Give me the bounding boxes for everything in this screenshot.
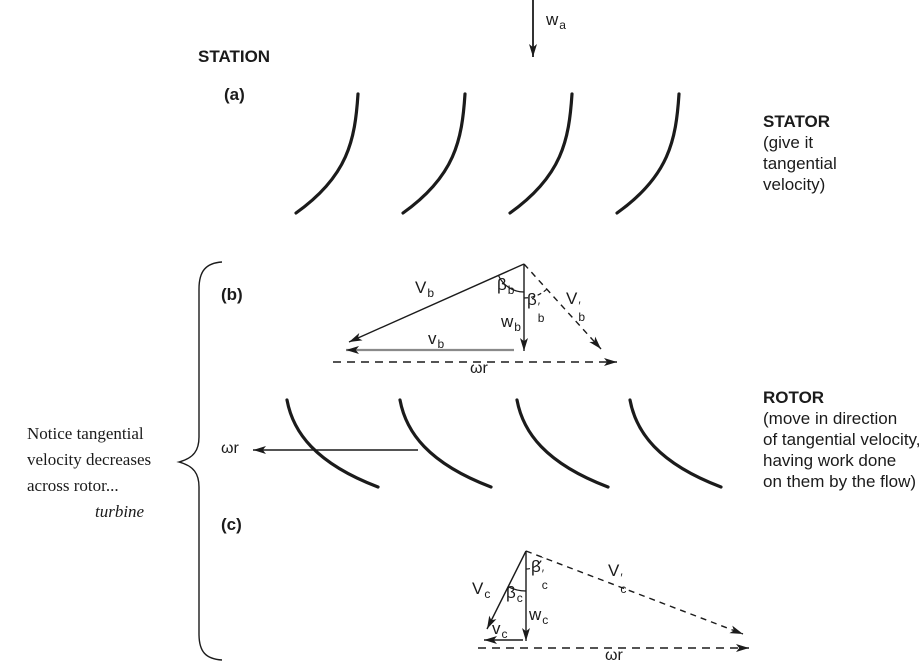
rotor-blade <box>398 398 493 489</box>
velocity-triangle-b <box>333 263 617 366</box>
side-note: Notice tangential velocity decreases acr… <box>27 421 151 525</box>
label-Vb-prime: V′b <box>566 290 585 323</box>
label-wc-base: w <box>529 605 542 624</box>
side-note-line: across rotor... <box>27 476 119 495</box>
label-Vb: Vb <box>415 279 434 299</box>
rotor-motion-label: ωr <box>221 440 239 457</box>
label-beta-c: βc <box>506 584 523 604</box>
rotor-note-line: on them by the flow) <box>763 472 917 491</box>
label-beta-c-prime-mark: ′ <box>541 567 545 581</box>
label-beta-c-prime-sub: c <box>541 578 548 592</box>
vector-Vb <box>348 263 525 343</box>
label-wb-sub: b <box>514 320 521 334</box>
side-note-emphasis: turbine <box>95 502 145 521</box>
label-inlet-flow-base: w <box>546 10 559 29</box>
label-Vc-base: V <box>472 579 484 598</box>
label-beta-b-prime: β′b <box>527 291 544 324</box>
label-beta-b-prime-sub: b <box>537 311 545 325</box>
stator-blade <box>508 92 574 215</box>
label-wc-sub: c <box>542 613 549 627</box>
label-vb-sub: b <box>437 337 445 351</box>
label-wb: wb <box>501 313 521 333</box>
rotor-blade <box>515 398 610 489</box>
station-c-label: (c) <box>221 515 242 534</box>
rotor-note-title: ROTOR <box>763 388 825 407</box>
stator-note-line: (give it <box>763 133 814 152</box>
station-heading: STATION <box>198 47 271 66</box>
label-Vc-sub: c <box>484 587 491 601</box>
label-beta-c-sub: c <box>516 591 523 605</box>
label-Vc-prime-mark: ′ <box>620 571 623 585</box>
label-Vc-prime: V′c <box>608 562 626 595</box>
angle-arc-beta-b <box>498 275 525 293</box>
station-a-label: (a) <box>224 85 245 104</box>
label-vb: vb <box>428 330 444 350</box>
label-beta-c-prime: β′c <box>531 558 548 591</box>
stator-blade <box>615 92 681 215</box>
stator-blade-row <box>294 92 681 215</box>
label-inlet-flow-sub: a <box>559 18 566 32</box>
stator-note-line: tangential <box>763 154 837 173</box>
side-note-line: Notice tangential <box>27 424 144 443</box>
label-wb-base: w <box>501 312 514 331</box>
label-omega-r-b: ωr <box>470 360 488 377</box>
label-Vc-prime-base: V <box>608 561 620 580</box>
label-Vc: Vc <box>472 580 490 600</box>
label-beta-c-prime-base: β <box>531 557 541 576</box>
rotor-note-line: having work done <box>763 451 897 470</box>
label-Vc-prime-sub: c <box>620 582 627 596</box>
label-Vb-prime-mark: ′ <box>578 299 581 313</box>
label-Vb-prime-sub: b <box>578 310 586 324</box>
label-Vb-prime-base: V <box>566 289 578 308</box>
angle-arc-beta-c <box>508 586 527 592</box>
label-omega-r-c: ωr <box>605 647 623 664</box>
label-Vb-sub: b <box>427 286 435 300</box>
label-vb-base: v <box>428 329 437 348</box>
rotor-blade <box>285 398 380 489</box>
stator-note-title: STATOR <box>763 112 831 131</box>
label-wc: wc <box>529 606 548 626</box>
station-b-label: (b) <box>221 285 243 304</box>
angle-arc-beta-c-prime <box>525 557 544 570</box>
label-Vb-base: V <box>415 278 427 297</box>
label-inlet-flow: wa <box>546 11 566 31</box>
vector-Vb-prime <box>523 263 602 350</box>
velocity-triangle-c <box>478 550 749 652</box>
label-vc: vc <box>492 620 508 640</box>
label-beta-b-sub: b <box>507 283 515 297</box>
label-beta-b-prime-base: β <box>527 290 537 309</box>
stator-note-line: velocity) <box>763 175 826 194</box>
label-beta-b-prime-mark: ′ <box>537 300 541 314</box>
label-beta-b-base: β <box>497 275 507 294</box>
label-vc-sub: c <box>501 627 508 641</box>
vector-Vc <box>486 550 527 630</box>
rotor-group-brace <box>176 261 223 661</box>
stator-note: STATOR (give it tangential velocity) <box>763 111 837 195</box>
rotor-blade <box>628 398 723 489</box>
side-note-line: velocity decreases <box>27 450 152 469</box>
vector-Vc-prime <box>525 550 744 635</box>
label-vc-base: v <box>492 619 501 638</box>
rotor-note-line: of tangential velocity, <box>763 430 920 449</box>
rotor-note: ROTOR (move in direction of tangential v… <box>763 387 920 492</box>
stator-blade <box>401 92 467 215</box>
angle-arc-beta-b-prime <box>523 288 548 299</box>
stator-blade <box>294 92 360 215</box>
label-beta-c-base: β <box>506 583 516 602</box>
label-beta-b: βb <box>497 276 514 296</box>
rotor-note-line: (move in direction <box>763 409 898 428</box>
rotor-blade-row <box>285 398 723 489</box>
